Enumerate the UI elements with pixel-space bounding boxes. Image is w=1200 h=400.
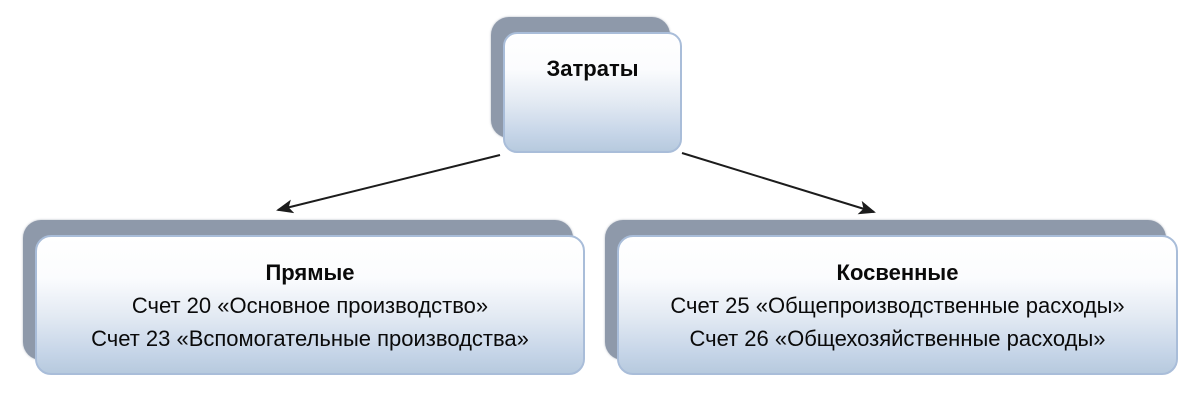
node-indirect-costs: Косвенные Счет 25 «Общепроизводственные … [605, 220, 1178, 375]
account-line: Счет 25 «Общепроизводственные расходы» [670, 292, 1125, 318]
account-line: Счет 20 «Основное производство» [131, 292, 489, 318]
direct-costs-card: Прямые Счет 20 «Основное производство» С… [35, 235, 585, 375]
costs-card: Затраты [503, 32, 682, 153]
connector-root-to-direct [276, 154, 501, 214]
indirect-costs-card: Косвенные Счет 25 «Общепроизводственные … [617, 235, 1178, 375]
node-title: Прямые [265, 259, 355, 285]
node-title: Косвенные [836, 259, 959, 285]
node-direct-costs: Прямые Счет 20 «Основное производство» С… [23, 220, 585, 375]
account-line: Счет 26 «Общехозяйственные расходы» [689, 325, 1106, 351]
account-line: Счет 23 «Вспомогательные производства» [91, 325, 529, 351]
node-costs: Затраты [491, 17, 682, 153]
connector-root-to-indirect [681, 152, 876, 215]
node-title: Затраты [546, 56, 639, 81]
